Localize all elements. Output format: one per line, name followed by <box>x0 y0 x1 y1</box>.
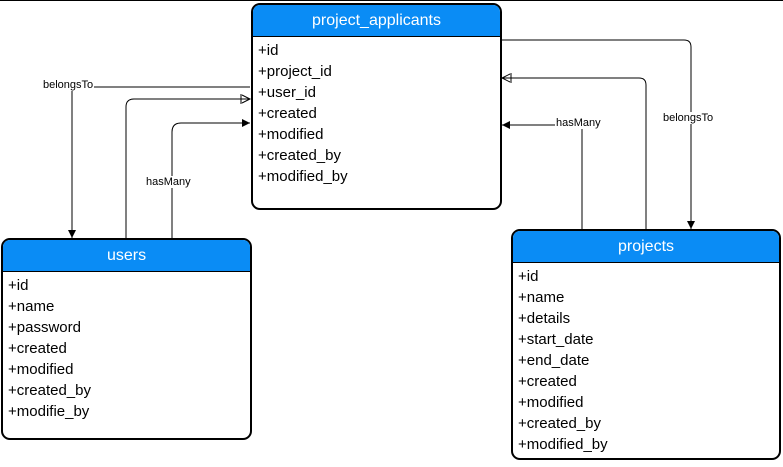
entity-project-applicants[interactable]: project_applicants +id +project_id +user… <box>251 3 502 210</box>
attribute-list: +id +name +details +start_date +end_date… <box>513 263 779 455</box>
relation-label-belongsto-users: belongsTo <box>42 79 95 91</box>
connector-projects-hasmany <box>502 121 583 230</box>
entity-projects[interactable]: projects +id +name +details +start_date … <box>511 229 781 460</box>
connector-belongsto-projects <box>502 39 695 229</box>
attribute: +modified <box>258 126 324 143</box>
connector-belongsto-users <box>68 86 250 238</box>
attribute: +modified <box>8 361 74 378</box>
attribute: +details <box>518 310 571 327</box>
attribute: +modifie_by <box>8 403 90 420</box>
attribute-list: +id +project_id +user_id +created +modif… <box>253 37 500 187</box>
attribute: +created_by <box>518 415 601 432</box>
attribute: +user_id <box>258 84 316 101</box>
attribute: +modified_by <box>258 168 348 185</box>
attribute: +created <box>8 340 67 357</box>
top-border-line <box>0 0 783 1</box>
crows-foot-icon <box>500 73 512 83</box>
relation-label-hasmany-users: hasMany <box>145 176 192 188</box>
attribute: +created <box>518 373 577 390</box>
attribute-list: +id +name +password +created +modified +… <box>3 272 250 422</box>
connector-users-to-applicants <box>125 98 250 240</box>
entity-title: project_applicants <box>253 5 500 37</box>
connector-users-hasmany <box>171 119 250 240</box>
attribute: +id <box>258 42 279 59</box>
entity-title: projects <box>513 231 779 263</box>
attribute: +start_date <box>518 331 594 348</box>
connector-projects-to-applicants <box>502 77 647 230</box>
attribute: +modified_by <box>518 436 608 453</box>
attribute: +end_date <box>518 352 590 369</box>
entity-title: users <box>3 240 250 272</box>
attribute: +created <box>258 105 317 122</box>
attribute: +created_by <box>258 147 341 164</box>
entity-users[interactable]: users +id +name +password +created +modi… <box>1 238 252 440</box>
attribute: +id <box>518 268 539 285</box>
attribute: +modified <box>518 394 584 411</box>
attribute: +created_by <box>8 382 91 399</box>
attribute: +password <box>8 319 81 336</box>
crows-foot-icon <box>240 94 252 104</box>
relation-label-belongsto-projects: belongsTo <box>662 112 715 124</box>
attribute: +name <box>8 298 55 315</box>
attribute: +name <box>518 289 565 306</box>
attribute: +id <box>8 277 29 294</box>
relation-label-hasmany-projects: hasMany <box>555 117 602 129</box>
attribute: +project_id <box>258 63 332 80</box>
